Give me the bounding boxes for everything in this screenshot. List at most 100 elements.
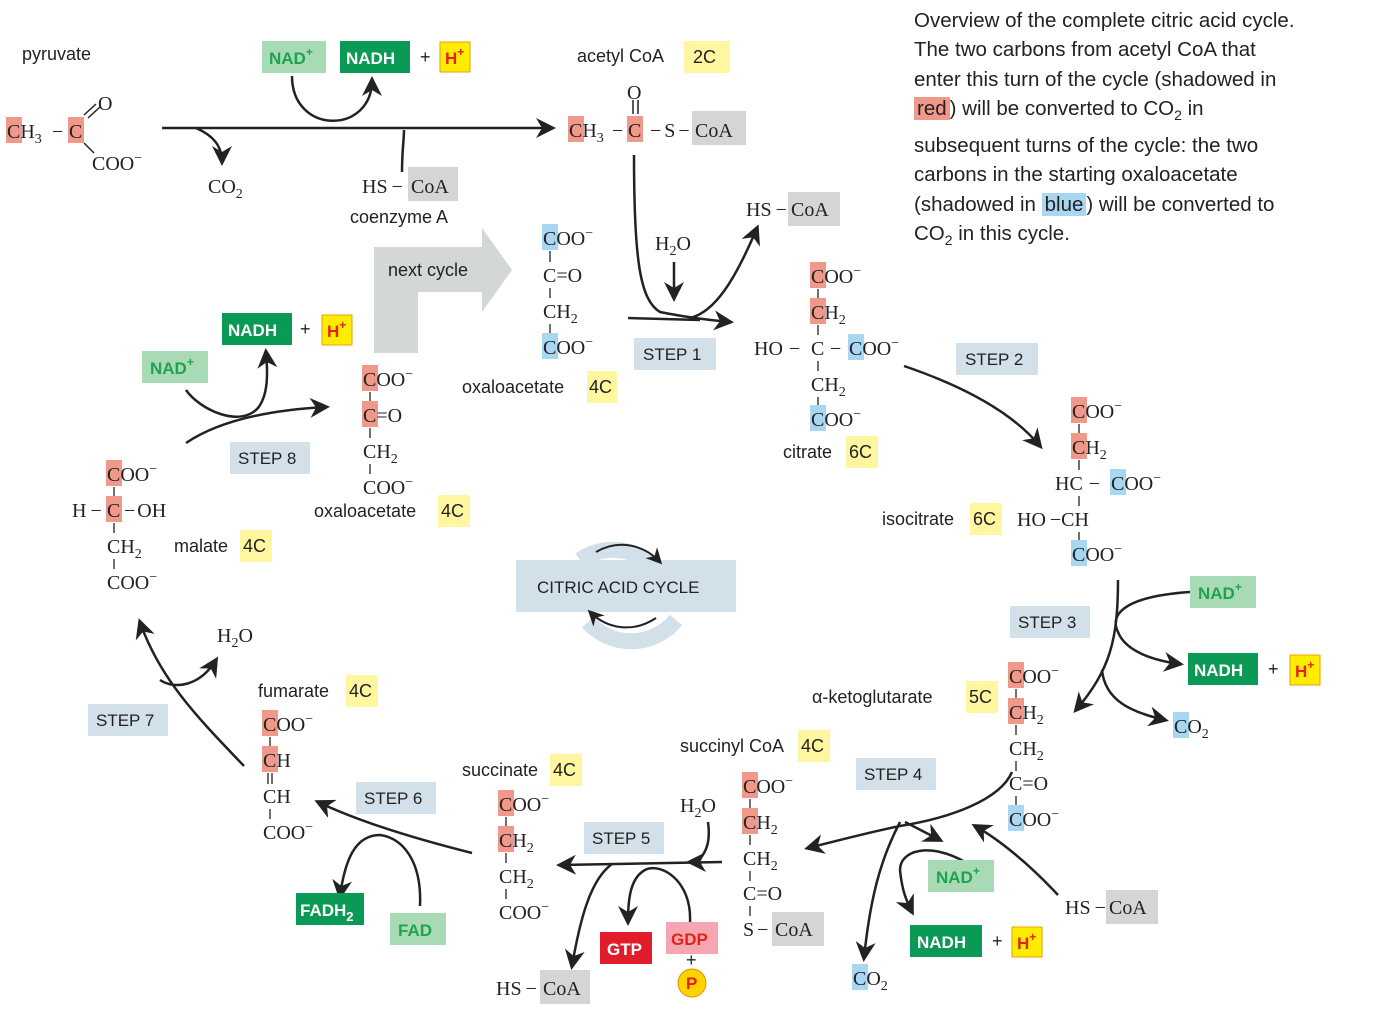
svg-text:COO−: COO−: [1009, 664, 1059, 688]
svg-text:STEP 5: STEP 5: [592, 829, 650, 848]
svg-text:2C: 2C: [693, 47, 716, 67]
step8-box: [230, 442, 310, 474]
gtp-box: GTP: [600, 932, 652, 964]
svg-text:HO−CH: HO−CH: [1017, 509, 1089, 531]
hs-coa-step4: HS− CoA: [1065, 890, 1158, 924]
oxaloacetate-top-structure: COO− C=O CH2 COO−: [542, 224, 593, 359]
step6-fad-arrow: [332, 833, 422, 907]
svg-text:+: +: [686, 950, 697, 970]
svg-text:CH2: CH2: [499, 830, 534, 856]
nad-box-top: NAD+: [262, 41, 326, 73]
svg-text:CH2: CH2: [811, 302, 846, 328]
svg-text:CH3: CH3: [7, 121, 42, 147]
co2-step4: CO2: [852, 964, 888, 994]
coa-release-step1-arrow: [689, 224, 760, 320]
step2-box: [956, 343, 1038, 375]
succinyl-coa-label: succinyl CoA: [680, 736, 784, 756]
svg-text:O: O: [98, 93, 112, 115]
svg-text:+: +: [1268, 659, 1279, 679]
svg-text:5C: 5C: [969, 687, 992, 707]
svg-text:COO−: COO−: [263, 712, 313, 736]
svg-text:COO−: COO−: [1009, 807, 1059, 831]
fumarate-label: fumarate: [258, 681, 329, 701]
svg-text:C: C: [628, 120, 641, 142]
step8-nad-arrow: [184, 348, 278, 418]
oxaloacetate-top-label: oxaloacetate: [462, 377, 564, 397]
svg-text:STEP 4: STEP 4: [864, 765, 922, 784]
svg-text:COO−: COO−: [811, 407, 861, 431]
step3-co2-arrow: [1100, 669, 1169, 727]
step4-nad-arrow: [895, 849, 966, 916]
step4-main-arrow: [804, 771, 1014, 854]
step6-main-arrow: [314, 799, 473, 855]
nad-box-step4: NAD+: [928, 860, 994, 892]
svg-text:C: C: [69, 121, 82, 143]
svg-text:COO−: COO−: [543, 226, 593, 250]
step2-arrow: [903, 364, 1043, 450]
co2-label: CO2: [208, 176, 243, 202]
svg-text:−: −: [830, 338, 841, 360]
svg-text:STEP 2: STEP 2: [965, 350, 1023, 369]
svg-text:−OH: −OH: [124, 500, 166, 522]
svg-text:C=O: C=O: [743, 883, 782, 905]
step5-main-arrow: [556, 854, 723, 875]
svg-text:H+: H+: [1017, 930, 1036, 953]
phosphate-circle: P: [677, 968, 707, 998]
svg-text:HC−: HC−: [1055, 473, 1100, 495]
isocitrate-structure: COO− CH2 HC− COO− HO−CH COO−: [1017, 397, 1161, 566]
next-cycle-arrow: [374, 228, 512, 353]
h-box-step4: H+: [1011, 926, 1043, 958]
svg-text:COO−: COO−: [849, 336, 899, 360]
svg-text:CoA: CoA: [791, 199, 829, 221]
svg-text:4C: 4C: [553, 760, 576, 780]
center-label: CITRIC ACID CYCLE: [537, 578, 699, 597]
step6-box: [356, 782, 436, 814]
svg-text:HS−: HS−: [746, 199, 787, 221]
svg-text:CoA: CoA: [411, 176, 449, 198]
svg-text:CoA: CoA: [1109, 897, 1147, 919]
svg-text:COO−: COO−: [543, 335, 593, 359]
svg-text:C=O: C=O: [1009, 773, 1048, 795]
nadh-box-step4: NADH: [910, 925, 982, 957]
svg-text:C: C: [811, 338, 824, 360]
nad-box-step3: NAD+: [1190, 576, 1256, 608]
svg-text:CH2: CH2: [1009, 738, 1044, 764]
svg-text:NAD+: NAD+: [936, 864, 980, 887]
svg-text:STEP 1: STEP 1: [643, 345, 701, 364]
step3-nad-arrow: [1114, 590, 1191, 672]
svg-text:H2O: H2O: [655, 233, 691, 259]
step1-oxaloacetate-line: [627, 316, 701, 322]
nad-reduction-arrow: [290, 75, 382, 122]
svg-text:C=O: C=O: [543, 265, 582, 287]
ketoglutarate-structure: COO− CH2 CH2 C=O COO−: [1008, 662, 1059, 831]
fadh2-box: FADH2: [296, 893, 364, 925]
svg-text:CH2: CH2: [363, 441, 398, 467]
svg-text:CH: CH: [263, 786, 291, 808]
oxaloacetate-left-label: oxaloacetate: [314, 501, 416, 521]
svg-text:CH2: CH2: [1009, 702, 1044, 728]
svg-text:+: +: [300, 319, 311, 339]
next-cycle-label: next cycle: [388, 260, 468, 280]
svg-text:C: C: [107, 500, 120, 522]
svg-text:4C: 4C: [589, 377, 612, 397]
svg-text:COO−: COO−: [1111, 471, 1161, 495]
svg-text:COO−: COO−: [499, 792, 549, 816]
svg-text:FADH2: FADH2: [300, 901, 354, 924]
coa-entry-arrow: [400, 129, 406, 173]
step4-co2-arrow: [855, 821, 902, 962]
hs-coa-step1: HS− CoA: [746, 192, 840, 226]
svg-text:STEP 8: STEP 8: [238, 449, 296, 468]
svg-text:−: −: [612, 120, 623, 142]
svg-text:STEP 6: STEP 6: [364, 789, 422, 808]
svg-text:NAD+: NAD+: [269, 45, 313, 68]
svg-text:COO−: COO−: [1072, 542, 1122, 566]
svg-text:4C: 4C: [349, 681, 372, 701]
svg-text:NADH: NADH: [1194, 661, 1243, 680]
svg-text:COO−: COO−: [92, 151, 142, 175]
svg-text:H−: H−: [72, 500, 102, 522]
co2-step3: CO2: [1173, 712, 1209, 742]
svg-text:H2O: H2O: [217, 625, 253, 651]
svg-text:STEP 7: STEP 7: [96, 711, 154, 730]
succinate-structure: COO− CH2 CH2 COO−: [498, 790, 549, 924]
